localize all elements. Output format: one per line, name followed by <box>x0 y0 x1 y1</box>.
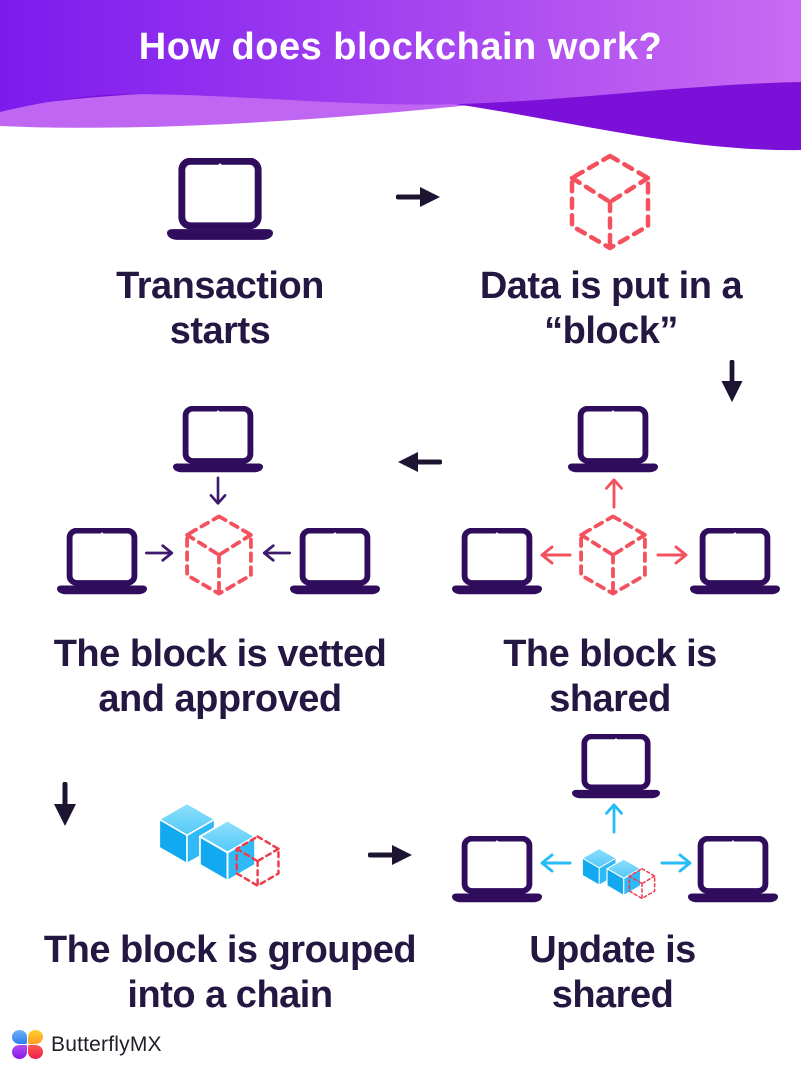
header-wave-banner <box>0 0 801 151</box>
step5-caption-line1: The block is grouped <box>43 929 417 971</box>
butterfly-logo-icon <box>12 1030 43 1059</box>
laptop-icon <box>290 528 380 596</box>
step3-caption-line2: shared <box>549 678 671 720</box>
step4-caption: The block is vetted and approved <box>20 632 420 722</box>
laptop-icon <box>173 406 263 474</box>
step6-caption-line2: shared <box>551 974 674 1016</box>
header-wave-main <box>0 0 801 112</box>
red-arrow-up-icon <box>601 477 627 509</box>
butterfly-wing-bottom-right <box>28 1045 43 1059</box>
brand-name: ButterflyMX <box>51 1032 162 1056</box>
block-chain-icon <box>152 792 284 902</box>
cyan-arrow-right-icon <box>660 852 694 874</box>
block-chain-icon <box>578 844 658 906</box>
step4-caption-line1: The block is vetted <box>53 633 387 675</box>
step3-caption: The block is shared <box>460 632 760 722</box>
step1-caption-line2: starts <box>169 310 271 352</box>
purple-arrow-down-icon <box>207 476 229 506</box>
step5-caption: The block is grouped into a chain <box>10 928 450 1018</box>
cyan-arrow-up-icon <box>601 802 627 834</box>
step1-caption-line1: Transaction <box>116 265 324 307</box>
page-title: How does blockchain work? <box>138 26 663 68</box>
laptop-icon <box>452 836 542 904</box>
step6-caption-line1: Update is <box>529 929 696 971</box>
butterfly-wing-top-left <box>12 1030 27 1044</box>
arrow-right-icon <box>396 185 442 209</box>
laptop-icon <box>568 406 658 474</box>
dashed-block-icon <box>576 513 650 597</box>
laptop-icon <box>688 836 778 904</box>
step3-caption-line1: The block is <box>503 633 717 675</box>
purple-arrow-right-icon <box>144 543 176 563</box>
arrow-down-icon <box>52 782 78 828</box>
butterfly-wing-bottom-left <box>12 1045 27 1059</box>
step2-caption: Data is put in a “block” <box>455 264 767 354</box>
step5-caption-line2: into a chain <box>127 974 333 1016</box>
brand-logo: ButterflyMX <box>12 1030 162 1059</box>
red-arrow-left-icon <box>538 544 572 566</box>
arrow-right-icon <box>368 843 414 867</box>
dashed-block-icon <box>182 513 256 597</box>
step2-caption-line2: “block” <box>544 310 678 352</box>
step1-caption: Transaction starts <box>70 264 370 354</box>
butterfly-wing-top-right <box>28 1030 43 1044</box>
laptop-icon <box>572 734 660 800</box>
purple-arrow-left-icon <box>260 543 292 563</box>
cyan-arrow-left-icon <box>538 852 572 874</box>
step2-caption-line1: Data is put in a <box>479 265 743 307</box>
laptop-icon <box>57 528 147 596</box>
red-arrow-right-icon <box>656 544 690 566</box>
arrow-left-icon <box>396 450 442 474</box>
laptop-icon <box>167 158 273 242</box>
dashed-block-icon <box>566 152 654 252</box>
arrow-down-icon <box>719 360 745 404</box>
laptop-icon <box>452 528 542 596</box>
step6-caption: Update is shared <box>470 928 755 1018</box>
laptop-icon <box>690 528 780 596</box>
step4-caption-line2: and approved <box>98 678 342 720</box>
